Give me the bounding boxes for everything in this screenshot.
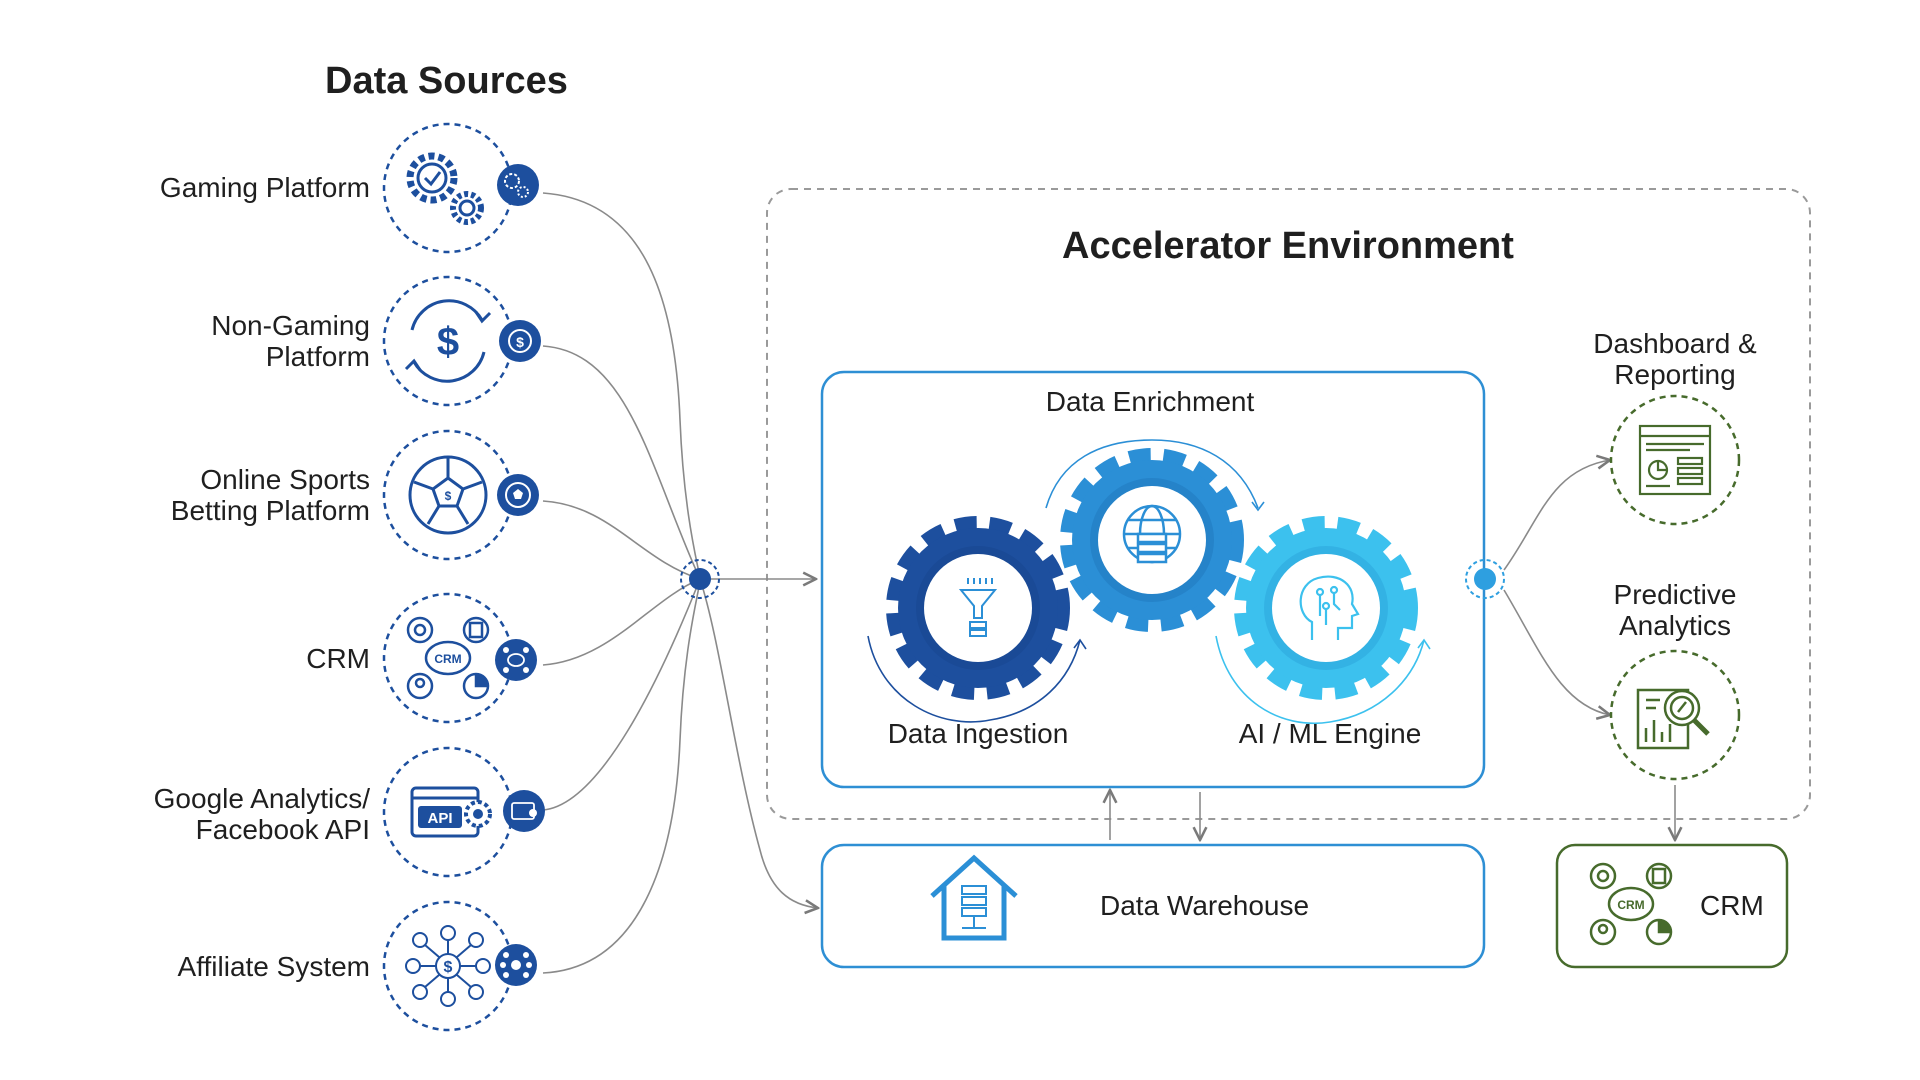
accelerator-environment-box — [766, 188, 1811, 820]
output-crm-box[interactable] — [1555, 843, 1789, 969]
api-badge-icon — [503, 790, 545, 832]
output-crm-hub-icon: CRM — [1589, 862, 1673, 946]
data-enrichment-gear — [1060, 448, 1244, 632]
source-label-gaming-platform: Gaming Platform — [159, 172, 370, 203]
svg-text:$: $ — [445, 489, 452, 503]
data-sources-title: Data Sources — [325, 60, 568, 102]
data-ingestion-label: Data Ingestion — [887, 718, 1069, 749]
output-connectors — [1110, 460, 1675, 840]
crm-source-icon-group[interactable]: CRM — [382, 592, 537, 724]
gears-icon — [406, 152, 484, 225]
globe-database-icon — [1122, 504, 1182, 564]
predictive-analytics-label: Predictive Analytics — [1613, 579, 1737, 641]
crm-badge-icon — [495, 639, 537, 681]
gears-badge-icon — [497, 164, 539, 206]
source-label-sports-betting: Online Sports Betting Platform — [170, 464, 370, 526]
funnel-icon — [958, 578, 998, 637]
accelerator-environment-title: Accelerator Environment — [1062, 225, 1514, 267]
source-hub-node — [680, 559, 720, 599]
data-enrichment-label: Data Enrichment — [1045, 386, 1255, 417]
soccer-ball-icon: $ — [408, 455, 488, 535]
ball-badge-icon — [497, 474, 539, 516]
api-window-icon: API — [410, 786, 492, 838]
affiliate-network-icon: $ — [405, 925, 491, 1007]
gaming-platform-icon-group[interactable] — [382, 122, 539, 254]
dashboard-icon — [1638, 424, 1712, 496]
source-label-non-gaming-platform: Non-Gaming Platform — [211, 310, 370, 372]
predictive-analytics-icon-group[interactable] — [1609, 649, 1741, 781]
data-ingestion-gear — [886, 516, 1070, 700]
ai-ml-engine-gear — [1234, 516, 1418, 700]
non-gaming-platform-icon-group[interactable]: $ $ — [382, 275, 541, 407]
dollar-cycle-icon: $ — [404, 299, 492, 383]
svg-text:$: $ — [444, 959, 453, 976]
output-hub-node — [1465, 559, 1505, 599]
dashboard-reporting-label: Dashboard & Reporting — [1593, 328, 1757, 390]
sports-betting-icon-group[interactable]: $ — [382, 429, 539, 561]
svg-text:$: $ — [437, 320, 459, 364]
analytics-magnifier-icon — [1636, 688, 1710, 750]
dashboard-reporting-icon-group[interactable] — [1609, 394, 1741, 526]
crm-hub-icon: CRM — [406, 616, 490, 700]
data-warehouse-box[interactable] — [820, 843, 1486, 969]
ai-ml-engine-label: AI / ML Engine — [1238, 718, 1422, 749]
source-label-api: Google Analytics/ Facebook API — [153, 783, 370, 845]
api-text: API — [427, 810, 452, 827]
dollar-badge-icon: $ — [499, 320, 541, 362]
data-warehouse-label: Data Warehouse — [1100, 890, 1310, 921]
ai-head-icon — [1299, 575, 1360, 640]
svg-text:$: $ — [516, 334, 524, 350]
api-source-icon-group[interactable]: API — [382, 746, 545, 878]
source-label-affiliate-system: Affiliate System — [177, 951, 370, 982]
crm-hub-text: CRM — [434, 652, 461, 666]
output-crm-label: CRM — [1700, 890, 1764, 921]
affiliate-source-icon-group[interactable]: $ — [382, 900, 537, 1032]
gear-rotation-arrows — [867, 439, 1431, 724]
source-connectors — [542, 192, 818, 974]
affiliate-badge-icon — [495, 944, 537, 986]
warehouse-house-icon — [930, 854, 1018, 941]
output-crm-hub-text: CRM — [1617, 898, 1644, 912]
source-label-crm: CRM — [306, 643, 370, 674]
